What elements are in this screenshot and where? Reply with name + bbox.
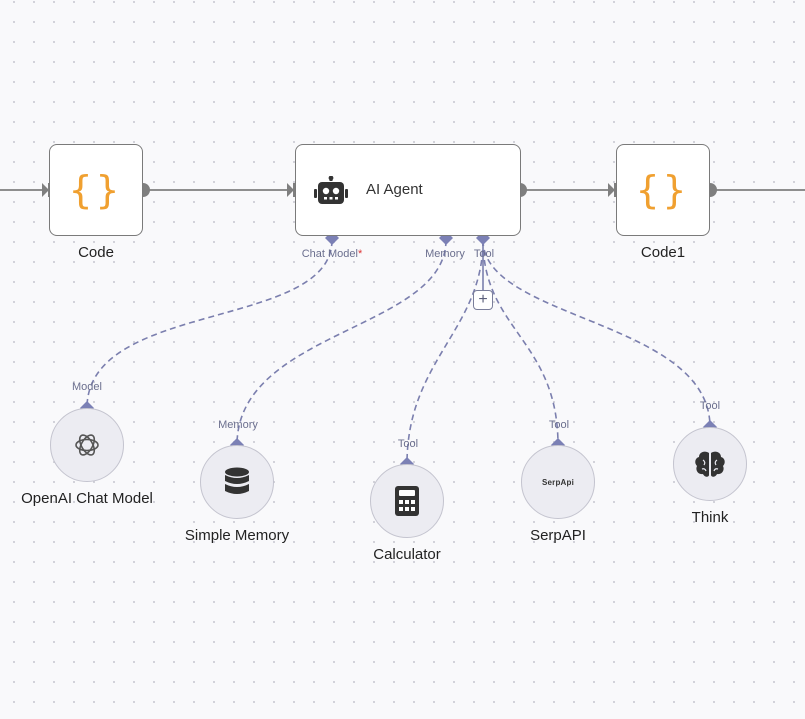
think-port-label: Tool — [699, 400, 721, 412]
memory-port-label: Memory — [425, 248, 465, 260]
robot-icon — [314, 176, 348, 204]
openai-chat-model-label: OpenAI Chat Model — [21, 490, 153, 507]
serpapi-logo: SerpApi — [541, 477, 575, 487]
required-marker: * — [357, 248, 363, 260]
connection-tool-think[interactable] — [482, 239, 711, 428]
chat-model-port-label: Chat Model* — [302, 248, 363, 260]
code1-node[interactable]: {} — [616, 144, 710, 236]
code-node-label: Code — [78, 244, 114, 261]
calculator-port-label: Tool — [397, 438, 419, 450]
connection-tool-calculator[interactable] — [406, 239, 484, 465]
code-node[interactable]: {} — [49, 144, 143, 236]
connection-chat-model[interactable] — [86, 239, 333, 409]
tool-port-label: Tool — [473, 248, 495, 260]
agent-input-handle[interactable] — [287, 183, 294, 197]
ai-agent-node[interactable]: AI Agent — [295, 144, 521, 236]
serpapi-node[interactable]: SerpApi — [521, 445, 595, 519]
ai-agent-title: AI Agent — [366, 181, 423, 198]
think-label: Think — [691, 509, 729, 526]
simple-memory-node[interactable] — [200, 445, 274, 519]
openai-chat-model-node[interactable] — [50, 408, 124, 482]
think-node[interactable] — [673, 427, 747, 501]
chat-model-port-text: Chat Model — [301, 248, 358, 260]
connection-tool-serpapi[interactable] — [482, 239, 559, 446]
braces-icon: {} — [69, 168, 123, 212]
connection-memory[interactable] — [236, 239, 447, 446]
memory-node-port-label: Memory — [218, 419, 258, 431]
serpapi-port-label: Tool — [548, 419, 570, 431]
database-icon — [225, 467, 249, 494]
code-input-handle[interactable] — [42, 183, 49, 197]
serpapi-label: SerpAPI — [530, 527, 586, 544]
code1-input-handle[interactable] — [608, 183, 615, 197]
openai-icon — [75, 434, 99, 456]
brain-icon — [695, 451, 725, 477]
calculator-label: Calculator — [373, 546, 441, 563]
calculator-icon — [395, 486, 419, 516]
code1-node-label: Code1 — [640, 244, 686, 261]
calculator-node[interactable] — [370, 464, 444, 538]
braces-icon: {} — [636, 168, 690, 212]
simple-memory-label: Simple Memory — [184, 527, 290, 544]
add-tool-button[interactable]: + — [473, 290, 493, 310]
openai-port-label: Model — [72, 381, 102, 393]
